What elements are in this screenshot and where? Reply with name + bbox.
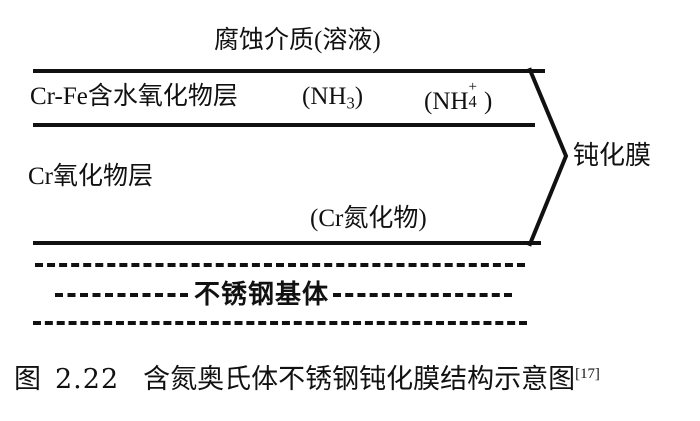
substrate-dashed-line-bottom bbox=[33, 321, 527, 325]
layer-label-cr-oxide: Cr氧化物层 bbox=[28, 163, 154, 190]
figure-caption: 图 2.22 含氮奥氏体不锈钢钝化膜结构示意图[17] bbox=[14, 357, 600, 396]
interface-line-top bbox=[33, 69, 545, 73]
caption-number: 2.22 bbox=[55, 364, 120, 395]
interface-line-middle bbox=[33, 123, 535, 127]
species-label-ammonium: (NH+4) bbox=[424, 78, 493, 115]
species-label-cr-nitride: (Cr氮化物) bbox=[310, 205, 427, 232]
substrate-dashed-line-middle-right bbox=[333, 293, 512, 297]
corrosive-medium-label: 腐蚀介质(溶液) bbox=[214, 27, 381, 54]
layer-label-cr-fe-hydrous-oxide: Cr-Fe含水氧化物层 bbox=[30, 83, 238, 110]
passive-film-label: 钝化膜 bbox=[573, 141, 652, 170]
caption-prefix: 图 bbox=[14, 364, 41, 394]
species-label-ammonia: (NH3) bbox=[302, 83, 364, 113]
substrate-dashed-line-top bbox=[35, 263, 525, 267]
passive-film-bracket-icon bbox=[527, 67, 569, 247]
caption-reference: [17] bbox=[575, 366, 600, 382]
caption-title: 含氮奥氏体不锈钢钝化膜结构示意图 bbox=[143, 364, 576, 394]
substrate-dashed-line-middle-left bbox=[55, 293, 188, 297]
substrate-label: 不锈钢基体 bbox=[194, 280, 330, 310]
interface-line-bottom bbox=[33, 241, 541, 245]
